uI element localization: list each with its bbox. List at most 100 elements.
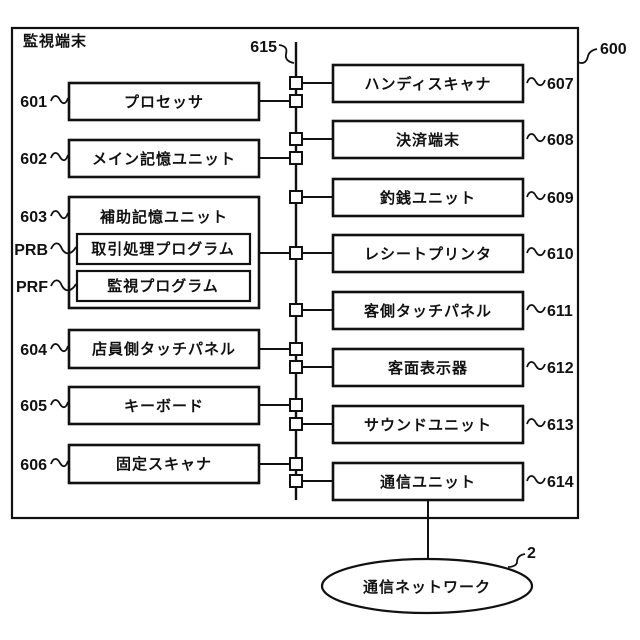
squiggle-614 (526, 475, 546, 485)
processor-label: プロセッサ (124, 94, 204, 111)
aux-storage-label: 補助記憶ユニット (99, 208, 228, 226)
ref-606: 606 (20, 457, 47, 474)
node-transaction-program: 取引処理プログラム PRB (14, 232, 252, 266)
network-ellipse (320, 557, 534, 615)
change-unit-label: 釣銭ユニット (380, 189, 476, 207)
node-communication-unit: 通信ユニット 614 (331, 461, 574, 502)
node-change-unit: 釣銭ユニット 609 (331, 177, 574, 218)
bus-node-607 (289, 76, 303, 90)
payment-terminal-label: 決済端末 (396, 131, 460, 149)
squiggle-601 (50, 95, 69, 105)
bus-leader-squiggle (278, 44, 295, 64)
change-unit-box (331, 177, 525, 218)
bus-node-612 (289, 360, 303, 374)
bus-node-614 (289, 474, 303, 488)
ref-615: 615 (250, 39, 277, 56)
receipt-printer-box (331, 233, 525, 274)
ref-601: 601 (20, 94, 47, 111)
customer-touch-panel-box (331, 290, 525, 331)
fixed-scanner-box (67, 443, 261, 485)
fixed-scanner-label: 固定スキャナ (116, 455, 212, 473)
sound-unit-label: サウンドユニット (364, 417, 492, 434)
bus-node-609 (289, 190, 303, 204)
ref-612: 612 (547, 360, 574, 377)
ref-611: 611 (547, 303, 573, 320)
ref-614: 614 (547, 474, 574, 491)
bus-node-605 (289, 398, 303, 412)
node-aux-storage: 補助記憶ユニット 603 取引処理プログラム PRB 監視プログラム PRF (14, 195, 261, 310)
squiggle-prb (50, 242, 77, 255)
squiggle-612 (526, 361, 546, 371)
ref-610: 610 (547, 246, 574, 263)
squiggle-604 (50, 343, 69, 353)
ref-603: 603 (20, 209, 47, 226)
node-communication-network: 通信ネットワーク 2 (320, 500, 536, 615)
communication-unit-label: 通信ユニット (380, 473, 476, 491)
ref-602: 602 (20, 151, 47, 168)
ref-2: 2 (527, 545, 536, 562)
bus-node-608 (289, 132, 303, 146)
squiggle-603 (50, 210, 69, 220)
squiggle-609 (526, 191, 546, 201)
clerk-touch-panel-box (67, 328, 261, 370)
payment-terminal-box (331, 119, 525, 160)
customer-display-label: 客面表示器 (387, 359, 468, 377)
node-keyboard: キーボード 605 (20, 385, 261, 426)
squiggle-607 (526, 77, 546, 87)
ref-609: 609 (547, 190, 574, 207)
node-payment-terminal: 決済端末 608 (331, 119, 574, 160)
terminal-outline (10, 26, 580, 520)
bus-node-601 (289, 94, 303, 108)
ref-607: 607 (547, 76, 574, 93)
node-customer-display: 客面表示器 612 (331, 347, 574, 388)
squiggle-606 (50, 458, 69, 468)
main-memory-label: メイン記憶ユニット (92, 150, 236, 168)
ref-605: 605 (20, 398, 47, 415)
transaction-program-label: 取引処理プログラム (91, 240, 235, 258)
node-receipt-printer: レシートプリンタ 610 (331, 233, 574, 274)
squiggle-2 (507, 553, 526, 568)
node-customer-touch-panel: 客側タッチパネル 611 (331, 290, 573, 331)
squiggle-611 (526, 304, 546, 314)
handy-scanner-label: ハンディスキャナ (365, 75, 492, 93)
squiggle-prf (50, 279, 77, 292)
receipt-printer-label: レシートプリンタ (364, 246, 492, 263)
ref-prb: PRB (14, 242, 48, 259)
keyboard-label: キーボード (124, 398, 204, 415)
bus-node-606 (289, 457, 303, 471)
network-label: 通信ネットワーク (363, 578, 491, 596)
squiggle-605 (50, 399, 69, 409)
ref-600: 600 (600, 41, 627, 58)
terminal-leader-squiggle (577, 48, 598, 64)
monitor-program-box (75, 269, 252, 303)
squiggle-613 (526, 418, 546, 428)
ref-613: 613 (547, 417, 574, 434)
node-processor: プロセッサ 601 (20, 81, 261, 122)
clerk-touch-panel-label: 店員側タッチパネル (92, 340, 236, 358)
monitor-program-label: 監視プログラム (107, 277, 219, 295)
bus-node-603-610 (289, 246, 303, 260)
node-handy-scanner: ハンディスキャナ 607 (331, 63, 574, 104)
keyboard-box (67, 385, 261, 426)
handy-scanner-box (331, 63, 525, 104)
customer-touch-panel-label: 客側タッチパネル (363, 302, 492, 320)
squiggle-602 (50, 152, 69, 162)
node-sound-unit: サウンドユニット 613 (331, 404, 574, 445)
node-clerk-touch-panel: 店員側タッチパネル 604 (20, 328, 261, 370)
squiggle-608 (526, 133, 546, 143)
node-fixed-scanner: 固定スキャナ 606 (20, 443, 261, 485)
transaction-program-box (75, 232, 252, 266)
terminal-label: 監視端末 (23, 32, 87, 50)
bus-node-613 (289, 417, 303, 431)
sound-unit-box (331, 404, 525, 445)
bus-node-611 (289, 303, 303, 317)
node-main-memory: メイン記憶ユニット 602 (20, 138, 261, 179)
node-monitor-program: 監視プログラム PRF (16, 269, 252, 303)
bus-node-604 (289, 342, 303, 356)
main-memory-box (67, 138, 261, 179)
ref-608: 608 (547, 132, 574, 149)
processor-box (67, 81, 261, 122)
ref-prf: PRF (16, 279, 48, 296)
